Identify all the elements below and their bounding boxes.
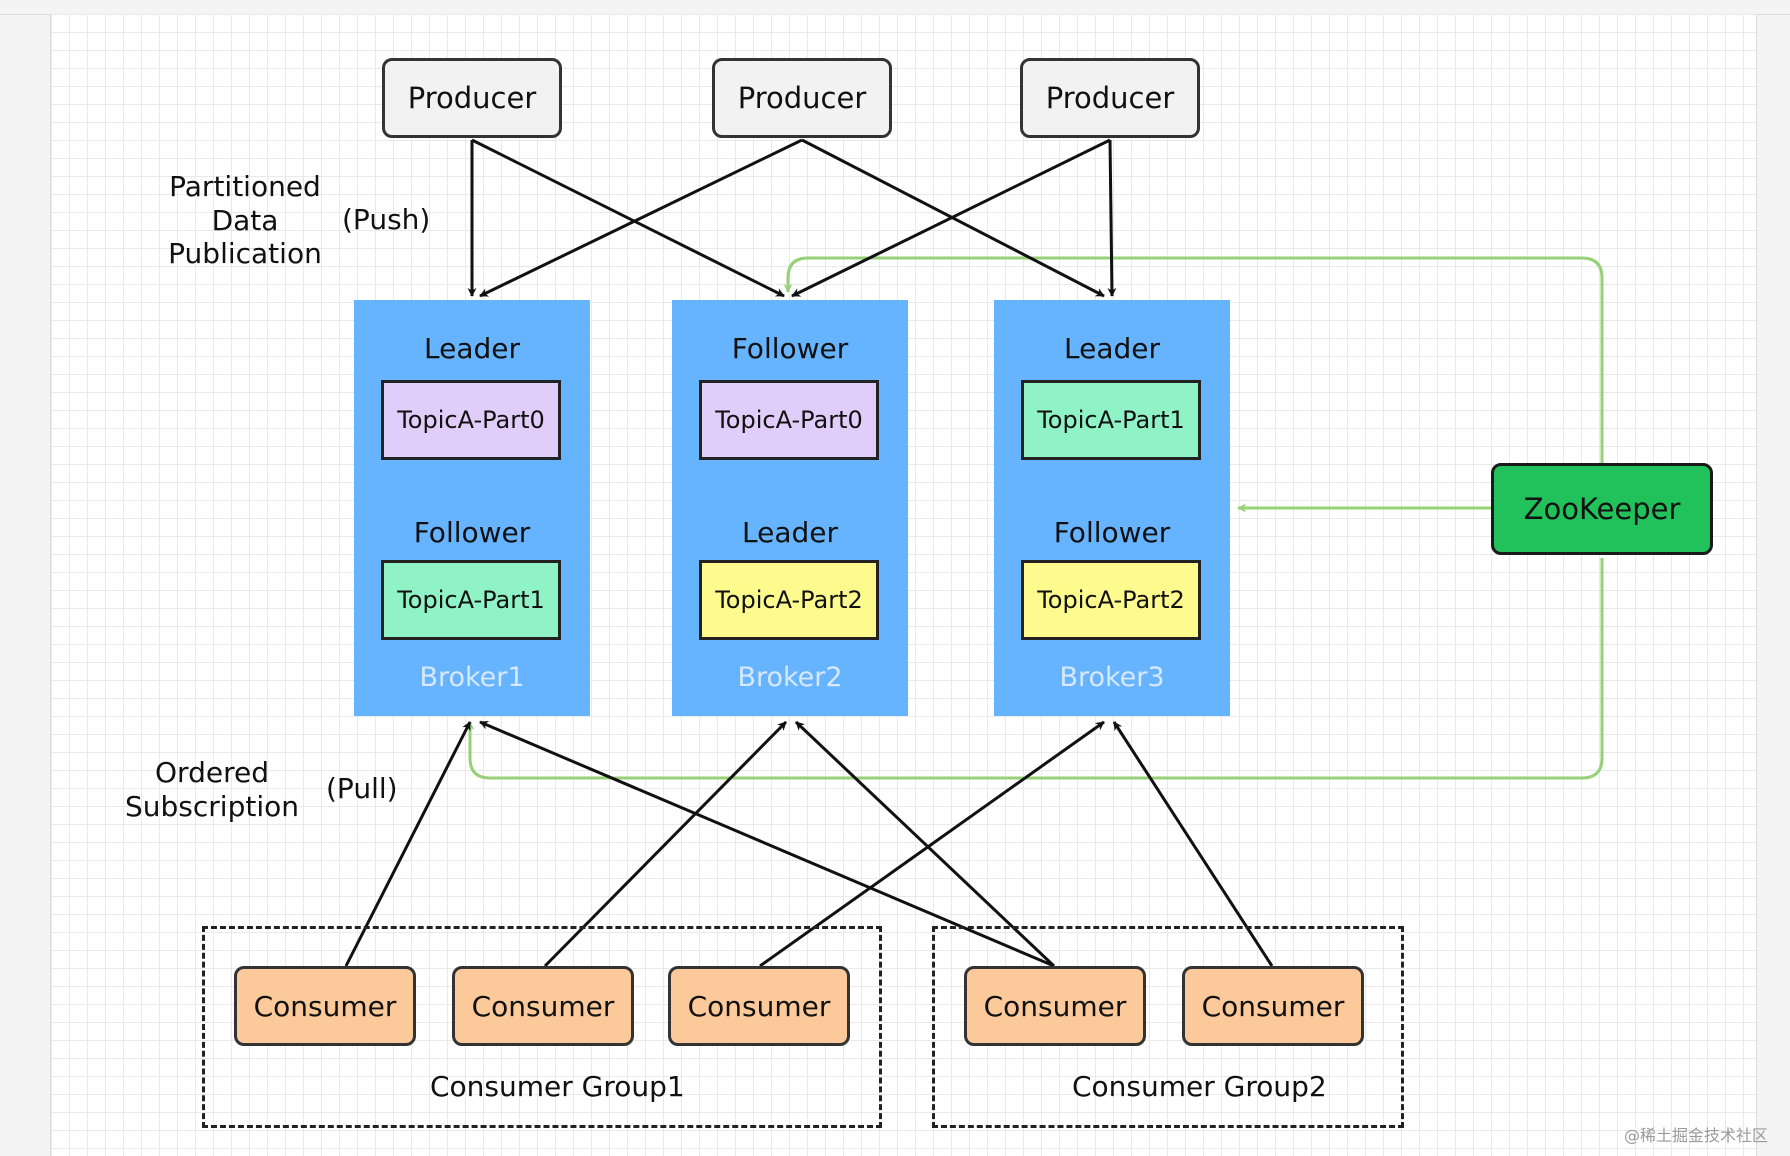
pull-c2-b2 xyxy=(543,720,788,968)
consumer-group-2-label: Consumer Group2 xyxy=(1072,1070,1327,1103)
broker-1-bottom-role: Follower xyxy=(413,516,531,549)
broker-3-name: Broker3 xyxy=(1059,662,1165,693)
push-p1-b2 xyxy=(471,138,785,298)
broker-1-top-role: Leader xyxy=(423,332,520,365)
publication-note: Partitioned Data Publication xyxy=(168,170,322,271)
watermark: @稀土掘金技术社区 xyxy=(1623,1126,1768,1145)
broker-2: Follower TopicA-Part0 Leader TopicA-Part… xyxy=(672,300,908,716)
pull-c4-b1 xyxy=(479,720,1055,968)
broker-1: Leader TopicA-Part0 Follower TopicA-Part… xyxy=(354,300,590,716)
broker-2-name: Broker2 xyxy=(737,662,843,693)
producer-1: Producer xyxy=(382,58,562,138)
consumer-5: Consumer xyxy=(1182,966,1364,1046)
broker-2-top-role: Follower xyxy=(731,332,849,365)
pull-c5-b3 xyxy=(1112,721,1274,967)
broker-2-top-partition: TopicA-Part0 xyxy=(699,380,879,460)
consumer-group-1 xyxy=(202,926,882,1128)
consumer-group-2 xyxy=(932,926,1404,1128)
broker-3: Leader TopicA-Part1 Follower TopicA-Part… xyxy=(994,300,1230,716)
push-note: (Push) xyxy=(342,203,431,236)
push-p2-b1 xyxy=(479,138,803,298)
consumer-4: Consumer xyxy=(964,966,1146,1046)
zookeeper-node: ZooKeeper xyxy=(1491,463,1713,555)
broker-1-bottom-partition: TopicA-Part1 xyxy=(381,560,561,640)
zk-link-broker2 xyxy=(783,256,1604,466)
broker-2-bottom-role: Leader xyxy=(741,516,838,549)
broker-3-top-role: Leader xyxy=(1063,332,1160,365)
pull-note: (Pull) xyxy=(326,772,398,805)
broker-3-top-partition: TopicA-Part1 xyxy=(1021,380,1201,460)
pull-c3-b3 xyxy=(759,720,1105,968)
push-p3-b2 xyxy=(791,138,1111,298)
pull-c4-b2 xyxy=(794,720,1056,968)
push-p3-b3 xyxy=(1107,139,1117,297)
broker-1-name: Broker1 xyxy=(419,662,525,693)
producer-3: Producer xyxy=(1020,58,1200,138)
subscription-note: Ordered Subscription xyxy=(125,756,299,823)
producer-2: Producer xyxy=(712,58,892,138)
broker-3-bottom-role: Follower xyxy=(1053,516,1171,549)
consumer-2: Consumer xyxy=(452,966,634,1046)
zk-link-broker1 xyxy=(465,558,1604,780)
consumer-group-1-label: Consumer Group1 xyxy=(430,1070,685,1103)
pull-c1-b1 xyxy=(344,721,472,967)
broker-3-bottom-partition: TopicA-Part2 xyxy=(1021,560,1201,640)
consumer-1: Consumer xyxy=(234,966,416,1046)
consumer-3: Consumer xyxy=(668,966,850,1046)
broker-2-bottom-partition: TopicA-Part2 xyxy=(699,560,879,640)
broker-1-top-partition: TopicA-Part0 xyxy=(381,380,561,460)
